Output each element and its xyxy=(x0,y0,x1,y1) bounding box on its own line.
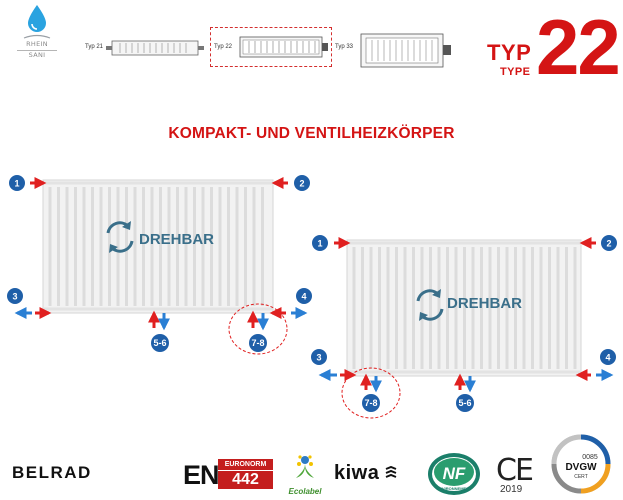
svg-text:2: 2 xyxy=(606,239,611,249)
type-21-radiator-image xyxy=(106,40,204,56)
badge-1-left: 1 xyxy=(9,175,25,191)
svg-text:3: 3 xyxy=(316,353,321,363)
nf-label: NF xyxy=(443,464,466,483)
kiwa-mark-icon xyxy=(386,465,397,478)
en-442-logo: EN EURONORM 442 xyxy=(183,457,273,491)
dvgw-code: 0085 xyxy=(582,454,598,461)
left-radiator: DREHBAR xyxy=(42,179,274,314)
svg-text:7-8: 7-8 xyxy=(251,338,264,348)
nf-sub-label: ENVIRONNEMENT xyxy=(436,486,472,491)
drehbar-label-left: DREHBAR xyxy=(139,231,214,248)
page-title: KOMPAKT- UND VENTILHEIZKÖRPER xyxy=(168,125,455,142)
kiwa-logo: kiwa xyxy=(334,462,397,485)
en-label: EN xyxy=(183,460,220,490)
belrad-logo: BELRAD xyxy=(12,463,92,482)
dvgw-label: DVGW xyxy=(565,462,597,473)
badge-3-right: 3 xyxy=(311,349,327,365)
badge-56-left: 5-6 xyxy=(151,334,169,352)
svg-text:3: 3 xyxy=(12,292,17,302)
right-radiator: DREHBAR xyxy=(346,239,582,377)
typ-label: TYP xyxy=(487,40,532,65)
ce-mark: CE xyxy=(496,453,534,488)
badge-2-left: 2 xyxy=(294,175,310,191)
kiwa-label: kiwa xyxy=(334,462,380,484)
ecolabel-logo: Ecolabel xyxy=(286,452,324,498)
rotate-icon xyxy=(106,221,134,253)
logo-text-rhein: RHEIN xyxy=(17,40,57,51)
rotate-icon xyxy=(416,289,444,321)
svg-text:2: 2 xyxy=(299,179,304,189)
type-33-label: Typ 33 xyxy=(335,44,354,50)
badge-4-left: 4 xyxy=(296,288,312,304)
ecolabel-label: Ecolabel xyxy=(288,487,322,496)
logo-swoosh xyxy=(23,34,51,39)
svg-text:4: 4 xyxy=(301,292,306,302)
badge-56-right: 5-6 xyxy=(456,394,474,412)
highlight-78-right xyxy=(341,367,401,419)
type-22-radiator-image xyxy=(239,36,328,58)
nf-environnement-logo: NF ENVIRONNEMENT xyxy=(428,453,480,495)
svg-text:1: 1 xyxy=(14,179,19,189)
badge-78-right: 7-8 xyxy=(362,394,380,412)
rheinsani-logo: RHEIN SANI xyxy=(17,4,57,72)
badge-4-right: 4 xyxy=(600,349,616,365)
logo-text-sani: SANI xyxy=(28,51,46,59)
svg-text:1: 1 xyxy=(317,239,322,249)
dvgw-cert-logo: 0085 DVGW CERT xyxy=(551,434,611,494)
svg-text:7-8: 7-8 xyxy=(364,398,377,408)
badge-3-left: 3 xyxy=(7,288,23,304)
svg-text:5-6: 5-6 xyxy=(153,338,166,348)
type-22-highlight xyxy=(210,27,332,67)
flower-icon xyxy=(296,455,314,478)
type-22-label: Typ 22 xyxy=(214,44,233,50)
badge-78-left: 7-8 xyxy=(249,334,267,352)
ce-year: 2019 xyxy=(500,484,523,495)
badge-2-right: 2 xyxy=(601,235,617,251)
highlight-78-left xyxy=(228,303,288,355)
type-21-label: Typ 21 xyxy=(85,44,104,50)
en-number: 442 xyxy=(218,471,273,489)
type-33-radiator-image xyxy=(360,33,451,68)
type-label: TYPE xyxy=(500,66,531,78)
euronorm-label: EURONORM xyxy=(218,459,273,470)
dvgw-cert-label: CERT xyxy=(574,474,588,480)
svg-text:5-6: 5-6 xyxy=(458,398,471,408)
type-number: 22 xyxy=(536,3,621,91)
water-drop-icon xyxy=(28,5,46,32)
svg-text:4: 4 xyxy=(605,353,610,363)
badge-1-right: 1 xyxy=(312,235,328,251)
drehbar-label-right: DREHBAR xyxy=(447,295,522,312)
